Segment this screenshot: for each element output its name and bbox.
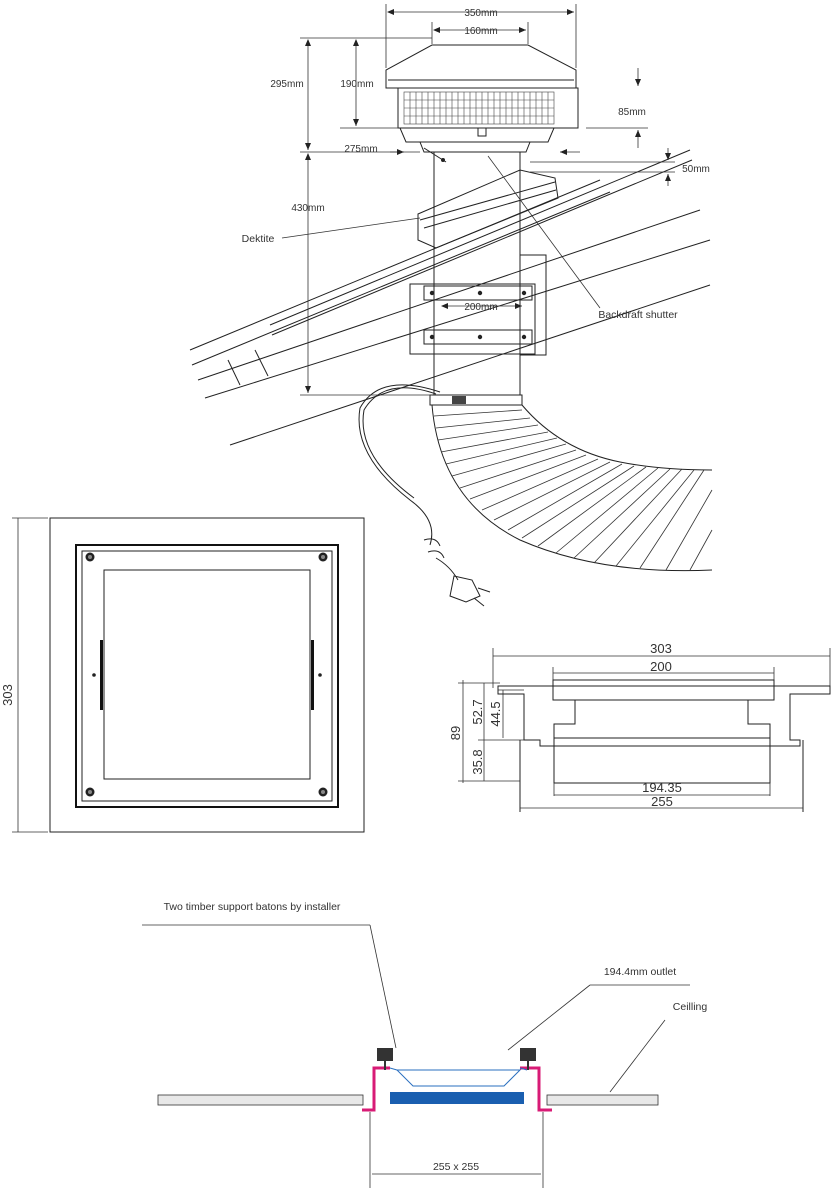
dim-section-spigot-width: 255 (651, 794, 673, 809)
dim-bracket: 200mm (464, 302, 497, 313)
grille-screws (85, 552, 328, 797)
grille-face (390, 1092, 524, 1104)
dim-section-height: 89 (448, 726, 463, 740)
fan-body (409, 152, 559, 406)
spigot-profile-right (520, 1066, 552, 1112)
dim-section-inner-width: 200 (650, 659, 672, 674)
dim-section-outlet-width: 194.35 (642, 780, 682, 795)
dim-width-top: 160mm (464, 26, 497, 37)
label-backdraft-shutter: Backdraft shutter (598, 309, 678, 321)
outlet-frame (395, 1069, 522, 1087)
ceiling-board-right (546, 1094, 659, 1106)
dim-spigot: 275mm (344, 144, 377, 155)
grille-plan-view: 303 (0, 517, 365, 833)
timber-baton-left (377, 1048, 393, 1061)
dim-collar: 50mm (682, 164, 710, 175)
label-outlet: 194.4mm outlet (604, 966, 676, 978)
dim-width-overall: 350mm (464, 8, 497, 19)
dim-height-total: 295mm (270, 79, 303, 90)
dim-height-cap: 190mm (340, 79, 373, 90)
grille-section-view: 303 200 89 52.7 44.5 35.8 194.35 255 (448, 641, 831, 812)
label-dektite: Dektite (242, 233, 275, 245)
ceiling-detail: Two timber support batons by installer 1… (142, 901, 707, 1188)
roof-fan-drawing: 350mm 160mm 295mm 190mm 85mm 275mm 50mm … (189, 4, 713, 607)
dim-opening: 255 x 255 (433, 1161, 479, 1173)
dim-grille-side: 303 (0, 684, 15, 706)
roof-sheeting (189, 149, 711, 446)
dektite-leader (281, 217, 421, 239)
flexible-duct (431, 404, 713, 572)
shutter-leader (487, 155, 601, 309)
dim-section-inner-height: 44.5 (488, 701, 503, 726)
power-cord (358, 384, 491, 607)
label-timber-batons: Two timber support batons by installer (164, 901, 341, 913)
fan-cap (385, 44, 579, 163)
label-ceiling: Ceilling (673, 1001, 708, 1013)
roof-fan-dimensions (300, 4, 675, 396)
dim-body: 430mm (291, 203, 324, 214)
dim-section-top-width: 303 (650, 641, 672, 656)
ceiling-board-left (157, 1094, 364, 1106)
spigot-profile-left (362, 1066, 390, 1112)
timber-baton-right (520, 1048, 536, 1061)
dim-section-lower: 35.8 (470, 749, 485, 774)
dim-section-upper: 52.7 (470, 699, 485, 724)
dim-cap-drop: 85mm (618, 107, 646, 118)
